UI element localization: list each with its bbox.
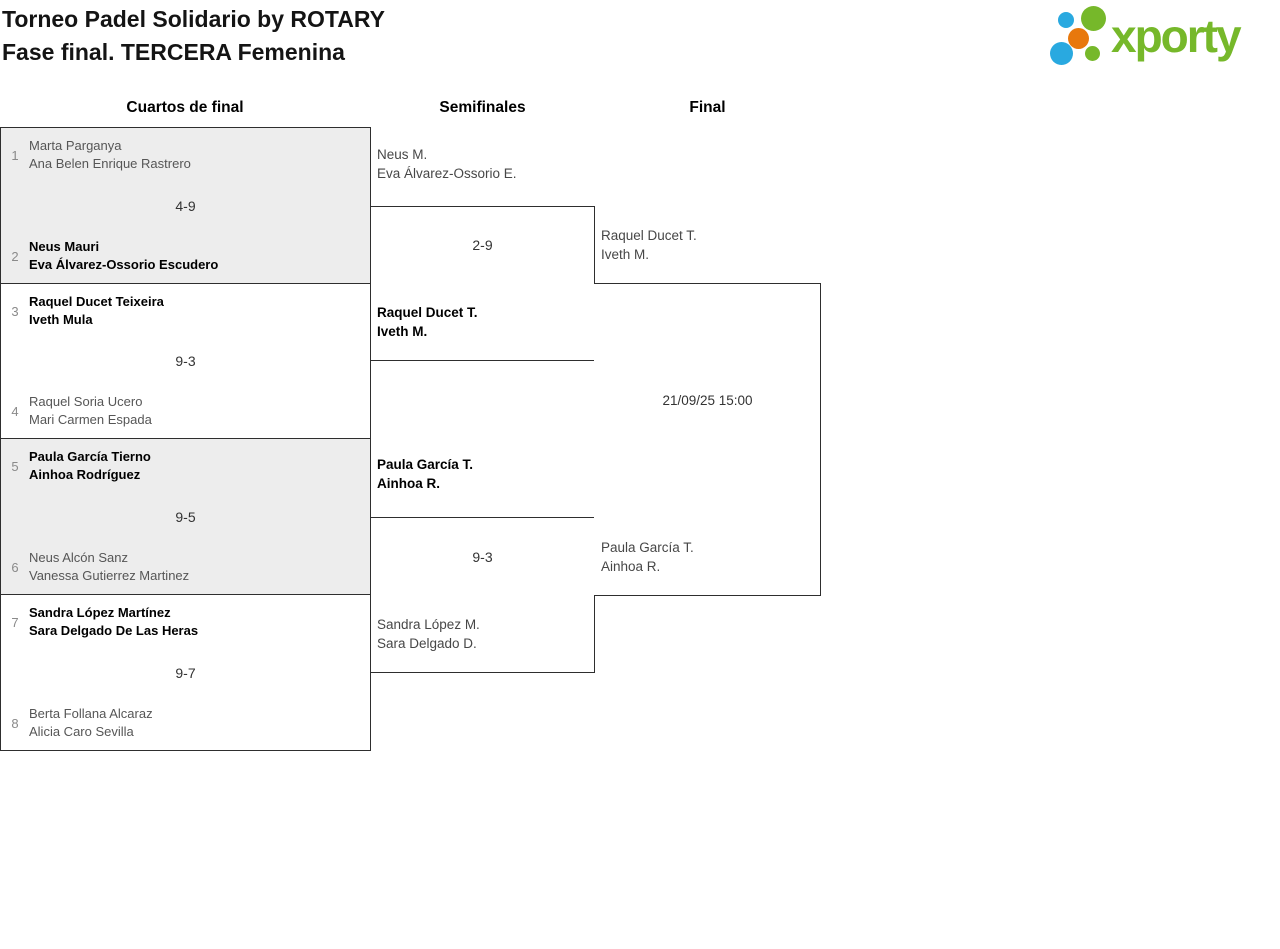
team-row: 6 Neus Alcón Sanz Vanessa Gutierrez Mart… <box>1 549 370 585</box>
title-line-1: Torneo Padel Solidario by ROTARY <box>2 6 385 32</box>
team-row: 8 Berta Follana Alcaraz Alicia Caro Sevi… <box>1 705 370 741</box>
player-name: Raquel Ducet Teixeira <box>29 294 164 309</box>
column-header-cuartos-de-final: Cuartos de final <box>126 99 244 116</box>
logo-dot-blue-small-icon <box>1058 12 1074 28</box>
team-pair: Marta Parganya Ana Belen Enrique Rastrer… <box>29 137 191 173</box>
player-name: Eva Álvarez-Ossorio E. <box>377 166 517 181</box>
quarterfinal-match-1[interactable]: 1 Marta Parganya Ana Belen Enrique Rastr… <box>0 127 371 284</box>
player-name: Paula García T. <box>601 540 694 555</box>
team-pair: Berta Follana Alcaraz Alicia Caro Sevill… <box>29 705 153 741</box>
player-name: Ana Belen Enrique Rastrero <box>29 156 191 171</box>
player-name: Neus Mauri <box>29 239 100 254</box>
final-match[interactable] <box>594 283 821 596</box>
seed-number: 1 <box>11 147 19 163</box>
seed-number: 8 <box>11 715 19 731</box>
seed-number: 6 <box>11 559 19 575</box>
player-name: Paula García T. <box>377 457 474 472</box>
team-row: 2 Neus Mauri Eva Álvarez-Ossorio Escuder… <box>1 238 370 274</box>
team-row: 7 Sandra López Martínez Sara Delgado De … <box>1 604 370 640</box>
team-pair: Paula García Tierno Ainhoa Rodríguez <box>29 448 151 484</box>
player-name: Sandra López Martínez <box>29 605 171 620</box>
semifinal-match-1[interactable] <box>370 206 595 361</box>
semifinal-1-top-team: Neus M. Eva Álvarez-Ossorio E. <box>377 145 517 183</box>
player-name: Mari Carmen Espada <box>29 412 152 427</box>
xporty-logo: xporty <box>1050 3 1278 77</box>
semifinal-2-top-team: Paula García T. Ainhoa R. <box>377 455 473 493</box>
semifinal-2-bottom-team: Sandra López M. Sara Delgado D. <box>377 615 480 653</box>
logo-dot-green-small-icon <box>1085 46 1100 61</box>
final-bottom-team: Paula García T. Ainhoa R. <box>601 538 694 576</box>
player-name: Raquel Ducet T. <box>601 228 697 243</box>
semifinal-2-score: 9-3 <box>472 549 493 565</box>
quarterfinal-match-2[interactable]: 3 Raquel Ducet Teixeira Iveth Mula 9-3 4… <box>0 283 371 439</box>
team-pair: Sandra López Martínez Sara Delgado De La… <box>29 604 198 640</box>
seed-number: 7 <box>11 614 19 630</box>
match-score: 9-5 <box>175 508 196 525</box>
logo-dot-blue-large-icon <box>1050 42 1073 65</box>
seed-number: 2 <box>11 248 19 264</box>
seed-number: 3 <box>11 303 19 319</box>
match-score: 4-9 <box>175 197 196 214</box>
team-pair: Neus Mauri Eva Álvarez-Ossorio Escudero <box>29 238 218 274</box>
player-name: Iveth M. <box>601 247 650 262</box>
semifinal-1-bottom-team: Raquel Ducet T. Iveth M. <box>377 303 478 341</box>
column-header-final: Final <box>689 99 726 116</box>
team-row: 3 Raquel Ducet Teixeira Iveth Mula <box>1 293 370 329</box>
player-name: Vanessa Gutierrez Martinez <box>29 568 190 583</box>
page-title: Torneo Padel Solidario by ROTARY Fase fi… <box>2 3 385 69</box>
quarterfinal-match-3[interactable]: 5 Paula García Tierno Ainhoa Rodríguez 9… <box>0 438 371 595</box>
title-line-2: Fase final. TERCERA Femenina <box>2 39 345 65</box>
player-name: Ainhoa R. <box>601 559 661 574</box>
team-pair: Raquel Soria Ucero Mari Carmen Espada <box>29 393 152 429</box>
team-row: 1 Marta Parganya Ana Belen Enrique Rastr… <box>1 137 370 173</box>
player-name: Raquel Ducet T. <box>377 305 478 320</box>
player-name: Marta Parganya <box>29 138 122 153</box>
team-pair: Raquel Ducet Teixeira Iveth Mula <box>29 293 164 329</box>
match-score: 9-7 <box>175 664 196 681</box>
seed-number: 5 <box>11 458 19 474</box>
player-name: Ainhoa Rodríguez <box>29 467 141 482</box>
player-name: Berta Follana Alcaraz <box>29 706 153 721</box>
player-name: Neus M. <box>377 147 428 162</box>
player-name: Sandra López M. <box>377 617 480 632</box>
final-top-team: Raquel Ducet T. Iveth M. <box>601 226 697 264</box>
logo-dot-orange-icon <box>1068 28 1089 49</box>
player-name: Iveth M. <box>377 324 428 339</box>
column-header-semifinales: Semifinales <box>439 99 526 116</box>
seed-number: 4 <box>11 403 19 419</box>
team-pair: Neus Alcón Sanz Vanessa Gutierrez Martin… <box>29 549 189 585</box>
player-name: Paula García Tierno <box>29 449 151 464</box>
player-name: Sara Delgado D. <box>377 636 477 651</box>
player-name: Raquel Soria Ucero <box>29 394 143 409</box>
logo-dot-green-large-icon <box>1081 6 1106 31</box>
player-name: Eva Álvarez-Ossorio Escudero <box>29 257 219 272</box>
player-name: Ainhoa R. <box>377 476 440 491</box>
player-name: Sara Delgado De Las Heras <box>29 623 199 638</box>
logo-wordmark: xporty <box>1111 10 1242 62</box>
team-row: 4 Raquel Soria Ucero Mari Carmen Espada <box>1 393 370 429</box>
match-score: 9-3 <box>175 353 196 369</box>
final-schedule: 21/09/25 15:00 <box>662 393 753 408</box>
player-name: Alicia Caro Sevilla <box>29 724 134 739</box>
semifinal-1-score: 2-9 <box>472 237 493 253</box>
player-name: Neus Alcón Sanz <box>29 550 129 565</box>
semifinal-match-2[interactable] <box>370 517 595 673</box>
player-name: Iveth Mula <box>29 312 93 327</box>
quarterfinal-match-4[interactable]: 7 Sandra López Martínez Sara Delgado De … <box>0 594 371 751</box>
team-row: 5 Paula García Tierno Ainhoa Rodríguez <box>1 448 370 484</box>
